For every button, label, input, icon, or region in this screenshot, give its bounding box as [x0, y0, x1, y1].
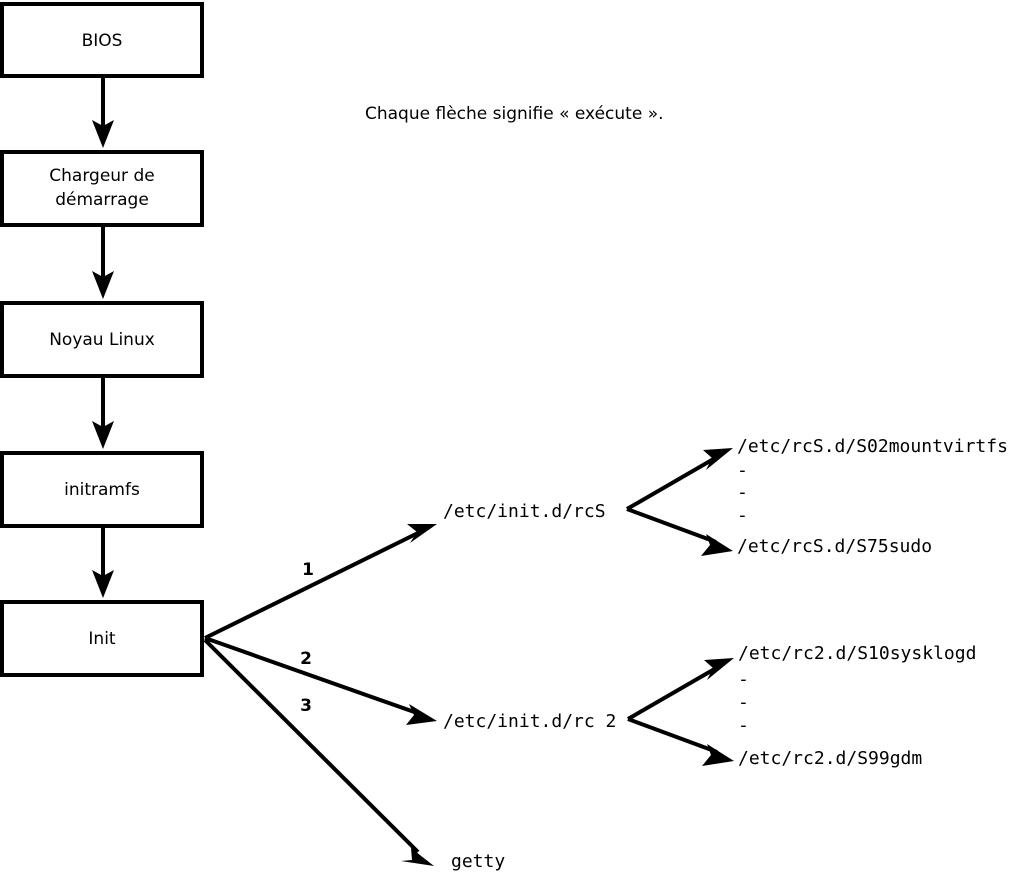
branch-target-rc2-label[interactable]: /etc/init.d/rc 2 — [443, 711, 616, 732]
stage-box-initramfs[interactable]: initramfs — [0, 451, 204, 528]
stage-box-bootloader[interactable]: Chargeur de démarrage — [0, 150, 204, 227]
rcs-script-last[interactable]: /etc/rcS.d/S75sudo — [737, 536, 932, 557]
stage-box-bios-label: BIOS — [82, 31, 123, 51]
stage-box-kernel-label: Noyau Linux — [49, 330, 155, 350]
stage-box-bootloader-label-line1: Chargeur de — [49, 166, 154, 186]
diagram-caption: Chaque flèche signifie « exécute ». — [365, 104, 664, 124]
edge-number-2: 2 — [300, 649, 312, 669]
arrow-init-branch-2 — [204, 636, 437, 725]
rcs-ellipsis-dash-1: - — [737, 460, 748, 481]
arrow-rc2-to-first-script — [626, 658, 734, 721]
arrow-rc2-to-last-script — [627, 717, 734, 766]
edge-number-3: 3 — [300, 696, 312, 716]
stage-box-init-rect — [0, 600, 204, 677]
arrow-bios-to-bootloader — [92, 76, 114, 148]
arrow-bootloader-to-kernel — [92, 225, 114, 299]
stage-box-init-label: Init — [88, 629, 116, 649]
stage-box-bios[interactable]: BIOS — [0, 2, 204, 78]
stage-box-bootloader-label-line2: démarrage — [55, 190, 149, 210]
rcs-script-first[interactable]: /etc/rcS.d/S02mountvirtfs — [737, 436, 1008, 457]
rc2-ellipsis-dash-3: - — [738, 715, 749, 736]
rc2-script-first[interactable]: /etc/rc2.d/S10sysklogd — [738, 643, 976, 664]
arrow-init-branch-3 — [203, 638, 434, 866]
arrow-initramfs-to-init — [92, 526, 114, 598]
branch-target-rcs-label[interactable]: /etc/init.d/rcS — [443, 501, 606, 522]
rcs-ellipsis-dash-2: - — [737, 482, 748, 503]
arrow-init-branch-1 — [204, 524, 437, 640]
stage-box-bios-rect — [0, 2, 204, 78]
arrow-rcs-to-first-script — [625, 448, 733, 511]
branch-target-getty-label[interactable]: getty — [451, 851, 505, 872]
rc2-script-last[interactable]: /etc/rc2.d/S99gdm — [738, 748, 922, 769]
stage-box-init[interactable]: Init — [0, 600, 204, 677]
arrow-kernel-to-initramfs — [92, 376, 114, 449]
stage-box-kernel[interactable]: Noyau Linux — [0, 301, 204, 378]
rc2-ellipsis-dash-1: - — [738, 669, 749, 690]
rc2-ellipsis-dash-2: - — [738, 692, 749, 713]
edge-number-1: 1 — [302, 560, 314, 580]
arrow-rcs-to-last-script — [626, 507, 733, 556]
stage-box-initramfs-label: initramfs — [64, 480, 140, 500]
rcs-ellipsis-dash-3: - — [737, 505, 748, 526]
stage-box-bootloader-rect — [0, 150, 204, 227]
